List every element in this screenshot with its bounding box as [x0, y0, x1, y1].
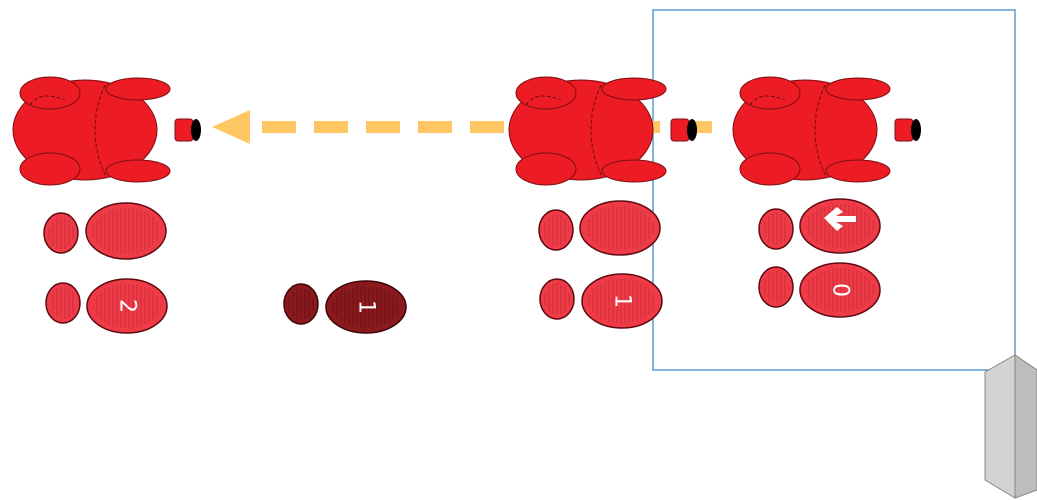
- footstep-middle-bottom[interactable]: 1: [539, 273, 663, 329]
- step-label: 1: [354, 300, 379, 314]
- robot-middle[interactable]: [508, 76, 697, 186]
- arrow-left-icon: [824, 207, 856, 231]
- step-label: 1: [610, 294, 635, 308]
- selection-frame[interactable]: [652, 9, 1016, 371]
- footstep-right-top[interactable]: [758, 198, 881, 254]
- robot-right[interactable]: [732, 76, 921, 186]
- robot-nose: [687, 119, 697, 141]
- robot-nose: [191, 119, 201, 141]
- footstep-left-top[interactable]: [43, 202, 167, 260]
- step-label: 0: [828, 283, 853, 297]
- robot-nose: [911, 119, 921, 141]
- footstep-middle-top[interactable]: [538, 200, 661, 256]
- footstep-highlighted[interactable]: 1: [283, 280, 407, 334]
- robot-left[interactable]: [12, 76, 201, 186]
- footstep-left-bottom[interactable]: 2: [45, 278, 168, 334]
- footstep-right-bottom[interactable]: 0: [758, 262, 881, 318]
- step-label: 2: [115, 299, 140, 313]
- wall-object: [984, 354, 1037, 499]
